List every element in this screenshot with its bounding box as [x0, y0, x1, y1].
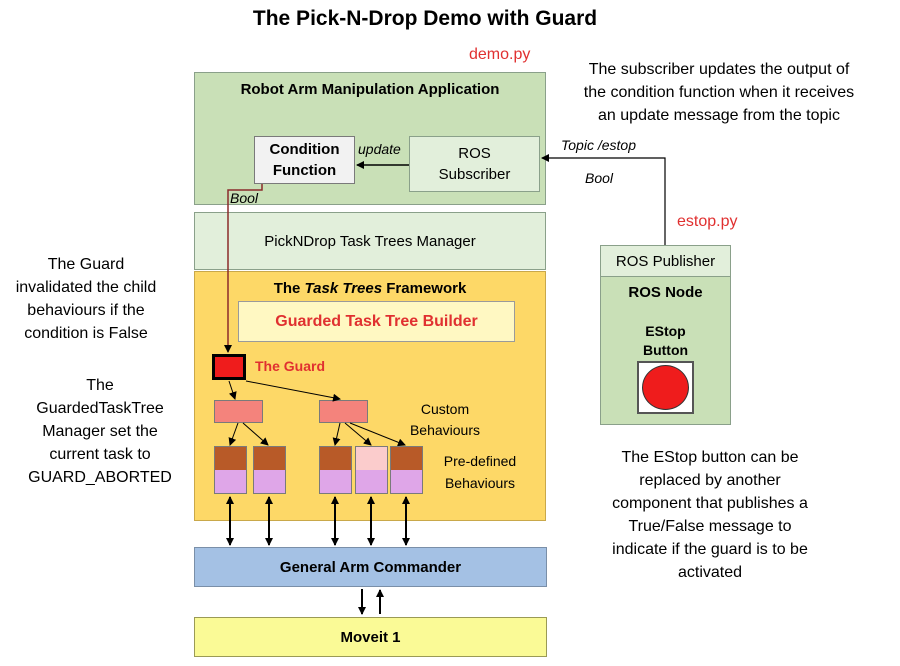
manager-note-line3: Manager set the [42, 423, 158, 440]
estop-note-line1: The EStop button can be [621, 449, 799, 466]
moveit-label: Moveit 1 [340, 628, 401, 646]
predefined-behaviour-3 [319, 446, 352, 494]
framework-title: The Task Trees Framework [194, 280, 546, 297]
custom-behaviour-left [214, 400, 263, 423]
condition-function-line1: Condition [269, 141, 340, 158]
task-trees-manager-label: PickNDrop Task Trees Manager [264, 232, 476, 250]
manager-note-line2: GuardedTaskTree [36, 400, 164, 417]
guard-note-line4: condition is False [24, 325, 148, 342]
framework-title-em: Task Trees [304, 280, 383, 297]
predefined-behaviour-5 [390, 446, 423, 494]
ros-subscriber-line2: Subscriber [438, 166, 511, 183]
subscriber-note-line3: an update message from the topic [598, 107, 840, 124]
guard-node [212, 354, 246, 380]
estop-note-line5: indicate if the guard is to be [612, 541, 808, 558]
estop-button-label: EStop Button [600, 322, 731, 360]
moveit-box: Moveit 1 [194, 617, 547, 657]
app-box-title: Robot Arm Manipulation Application [240, 81, 500, 98]
predefined-behaviours-line1: Pre-defined [443, 453, 517, 469]
custom-behaviour-right [319, 400, 368, 423]
predefined-behaviours-label: Pre-defined Behaviours [430, 450, 530, 494]
framework-title-post: Framework [382, 280, 467, 297]
estop-note-line3: component that publishes a [612, 495, 808, 512]
guarded-builder-box: Guarded Task Tree Builder [238, 301, 515, 342]
estop-note-line4: True/False message to [628, 518, 792, 535]
estop-button-line1: EStop [645, 323, 686, 339]
manager-note-line4: current task to [49, 446, 151, 463]
ros-publisher-box: ROS Publisher [600, 245, 731, 277]
ros-publisher-label: ROS Publisher [615, 252, 716, 270]
estop-button-line2: Button [642, 342, 689, 358]
subscriber-note-line2: the condition function when it receives [583, 84, 855, 101]
manager-note: The GuardedTaskTree Manager set the curr… [0, 374, 200, 489]
ros-subscriber-box: ROS Subscriber [409, 136, 540, 192]
topic-label: Topic /estop [561, 137, 636, 153]
topic-type-label: Bool [585, 170, 614, 186]
ros-node-label: ROS Node [628, 284, 703, 301]
guard-note-line2: invalidated the child [15, 279, 157, 296]
guard-note-line1: The Guard [47, 256, 125, 273]
estop-note-line6: activated [677, 564, 743, 581]
predefined-behaviour-4 [355, 446, 388, 494]
guarded-builder-label: Guarded Task Tree Builder [275, 312, 478, 330]
estop-button-knob [642, 365, 689, 410]
general-arm-commander-box: General Arm Commander [194, 547, 547, 587]
custom-behaviours-line2: Behaviours [409, 422, 481, 438]
guard-note: The Guard invalidated the child behaviou… [0, 253, 172, 345]
predefined-behaviour-2 [253, 446, 286, 494]
manager-note-line5: GUARD_ABORTED [28, 469, 172, 486]
demo-file-label: demo.py [469, 46, 531, 63]
custom-behaviours-line1: Custom [420, 401, 470, 417]
ros-subscriber-line1: ROS [458, 145, 491, 162]
general-arm-commander-label: General Arm Commander [279, 558, 462, 576]
subscriber-note: The subscriber updates the output of the… [548, 58, 890, 127]
framework-title-pre: The [273, 280, 305, 297]
estop-button[interactable] [637, 361, 694, 414]
bool-label: Bool [230, 190, 259, 206]
task-trees-manager-box: PickNDrop Task Trees Manager [194, 212, 546, 270]
estop-note: The EStop button can be replaced by anot… [560, 446, 860, 584]
update-label: update [358, 141, 401, 157]
guard-note-line3: behaviours if the [27, 302, 145, 319]
condition-function-box: Condition Function [254, 136, 355, 184]
page-title: The Pick-N-Drop Demo with Guard [252, 7, 598, 30]
guard-label: The Guard [255, 358, 326, 374]
condition-function-line2: Function [272, 162, 337, 179]
custom-behaviours-label: Custom Behaviours [400, 399, 490, 441]
subscriber-note-line1: The subscriber updates the output of [588, 61, 850, 78]
predefined-behaviours-line2: Behaviours [444, 475, 516, 491]
estop-note-line2: replaced by another [639, 472, 781, 489]
manager-note-line1: The [86, 377, 114, 394]
predefined-behaviour-1 [214, 446, 247, 494]
estop-file-label: estop.py [677, 213, 738, 230]
